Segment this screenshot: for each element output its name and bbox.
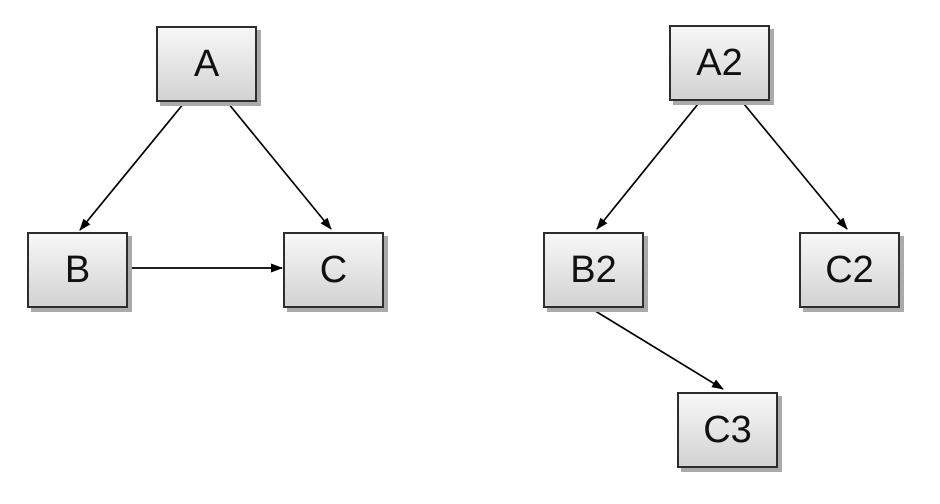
- node-a2: A2: [669, 25, 770, 101]
- edge-a-to-b: [79, 102, 185, 231]
- edge-a-to-c: [227, 102, 332, 230]
- node-a-label: A: [193, 43, 220, 85]
- node-c3-label: C3: [703, 409, 752, 451]
- node-c2-label: C2: [825, 249, 874, 291]
- edge-a2-to-b2: [596, 103, 699, 230]
- node-a2-label: A2: [696, 42, 743, 84]
- node-b-label: B: [64, 249, 91, 291]
- node-b: B: [27, 232, 128, 308]
- node-b2-label: B2: [570, 249, 617, 291]
- node-c2: C2: [799, 232, 900, 308]
- node-a: A: [156, 26, 257, 102]
- node-c: C: [283, 232, 384, 308]
- node-c-label: C: [319, 249, 348, 291]
- edge-b2-to-c3: [591, 308, 724, 390]
- edge-a2-to-c2: [743, 103, 848, 230]
- node-b2: B2: [543, 232, 644, 308]
- node-c3: C3: [677, 392, 778, 468]
